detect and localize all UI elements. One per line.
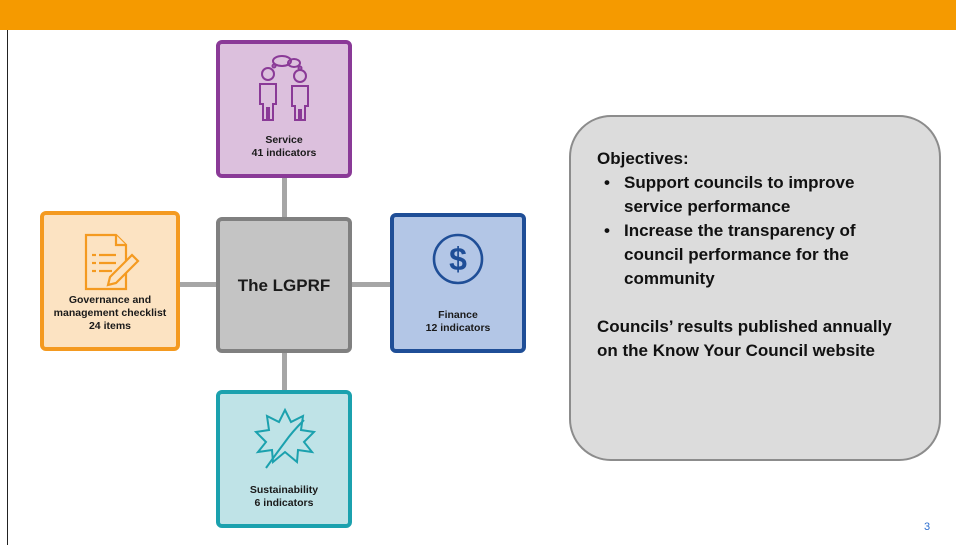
finance-box: $ Finance 12 indicators [390,213,526,353]
governance-title-line2: management checklist [53,307,167,319]
connector-top [282,178,287,217]
objectives-panel: Objectives: Support councils to improve … [569,115,941,461]
people-talking-icon [259,55,309,121]
objective-item: Increase the transparency of council per… [597,219,917,291]
center-label: The LGPRF [237,275,331,295]
connector-left [180,282,216,287]
sustainability-count: 6 indicators [254,497,314,509]
results-published-text: Councils’ results published annually on … [597,317,892,360]
dollar-icon: $ [432,233,484,285]
service-title: Service [265,134,303,146]
finance-count: 12 indicators [425,322,491,334]
svg-text:$: $ [449,241,467,277]
objectives-title: Objectives: [597,149,689,168]
connector-right [352,282,390,287]
service-count: 41 indicators [251,147,317,159]
document-pen-icon [84,233,140,291]
objective-item: Support councils to improve service perf… [597,171,917,219]
top-accent-bar [0,0,956,30]
connector-bottom [282,353,287,390]
center-lgprf-box: The LGPRF [216,217,352,353]
service-box: Service 41 indicators [216,40,352,178]
finance-title: Finance [438,309,478,321]
objectives-list: Support councils to improve service perf… [597,171,917,291]
governance-title-line1: Governance and [68,294,152,306]
sustainability-box: Sustainability 6 indicators [216,390,352,528]
governance-box: Governance and management checklist 24 i… [40,211,180,351]
page-number: 3 [924,521,931,533]
leaf-icon [253,407,317,469]
sustainability-title: Sustainability [249,484,319,496]
left-border-line [7,30,8,545]
governance-count: 24 items [88,320,131,332]
